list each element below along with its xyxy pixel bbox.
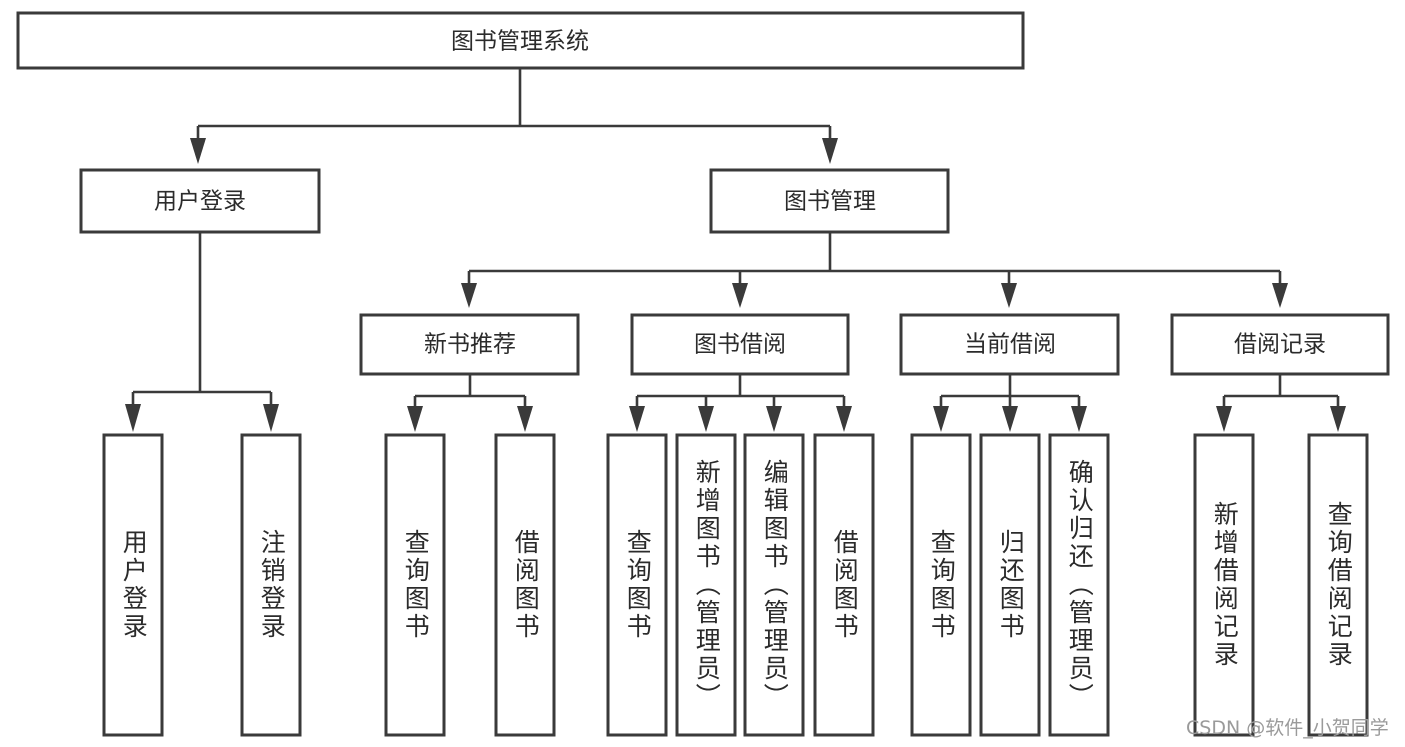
connector-group-book-mgmt bbox=[461, 232, 1288, 308]
leaf-box-confirm-return[interactable] bbox=[1048, 433, 1110, 737]
arrowhead-book-mgmt bbox=[822, 138, 838, 164]
arrowhead-leaf-return-book bbox=[1002, 406, 1018, 432]
leaf-box-borrow-book-2[interactable] bbox=[813, 433, 875, 737]
arrowhead-leaf-edit-book bbox=[766, 406, 782, 432]
node-book-mgmt-label: 图书管理 bbox=[784, 189, 876, 215]
connector-group-borrow-record-leaves bbox=[1216, 374, 1346, 432]
arrowhead-leaf-query-book-3 bbox=[933, 406, 949, 432]
leaf-box-logout[interactable] bbox=[240, 433, 302, 737]
node-root-box[interactable] bbox=[16, 11, 1025, 70]
leaf-box-query-book-1[interactable] bbox=[384, 433, 446, 737]
arrowhead-borrow-record bbox=[1272, 283, 1288, 308]
node-borrow-record-label: 借阅记录 bbox=[1234, 332, 1326, 358]
arrowhead-leaf-borrow-book-2 bbox=[836, 406, 852, 432]
arrowhead-user-login bbox=[190, 138, 206, 164]
leaf-box-query-book-2[interactable] bbox=[606, 433, 668, 737]
arrowhead-leaf-borrow-book-1 bbox=[517, 406, 533, 432]
node-current-borrow-label: 当前借阅 bbox=[964, 332, 1056, 358]
leaf-box-add-book[interactable] bbox=[675, 433, 737, 737]
node-root-label: 图书管理系统 bbox=[451, 29, 589, 55]
arrowhead-leaf-logout bbox=[263, 404, 279, 432]
arrowhead-leaf-confirm-return bbox=[1071, 406, 1087, 432]
node-user-login-label: 用户登录 bbox=[154, 189, 246, 215]
node-borrow-record-box[interactable] bbox=[1170, 313, 1390, 376]
leaf-box-user-login[interactable] bbox=[102, 433, 164, 737]
connector-group-new-book-leaves bbox=[407, 374, 533, 432]
leaf-box-edit-book[interactable] bbox=[743, 433, 805, 737]
leaf-box-query-record[interactable] bbox=[1307, 433, 1369, 737]
node-book-borrow-label: 图书借阅 bbox=[694, 332, 786, 358]
node-new-book-recommend-box[interactable] bbox=[359, 313, 580, 376]
arrowhead-leaf-add-record bbox=[1216, 406, 1232, 432]
node-book-mgmt-box[interactable] bbox=[709, 168, 950, 234]
arrowhead-leaf-query-record bbox=[1330, 406, 1346, 432]
leaf-box-return-book[interactable] bbox=[979, 433, 1041, 737]
node-book-borrow-box[interactable] bbox=[630, 313, 850, 376]
leaf-box-add-record[interactable] bbox=[1193, 433, 1255, 737]
connector-group-book-borrow-leaves bbox=[629, 374, 852, 432]
node-new-book-recommend-label: 新书推荐 bbox=[424, 332, 516, 358]
arrowhead-leaf-query-book-2 bbox=[629, 406, 645, 432]
arrowhead-leaf-user-login bbox=[125, 404, 141, 432]
leaf-box-query-book-3[interactable] bbox=[910, 433, 972, 737]
arrowhead-leaf-query-book-1 bbox=[407, 406, 423, 432]
arrowhead-book-borrow bbox=[732, 283, 748, 308]
node-current-borrow-box[interactable] bbox=[899, 313, 1120, 376]
arrowhead-new-book-recommend bbox=[461, 283, 477, 308]
connector-group-root bbox=[190, 68, 838, 164]
leaf-box-borrow-book-1[interactable] bbox=[494, 433, 556, 737]
watermark-text: CSDN @软件_小贺同学 bbox=[1186, 717, 1389, 739]
arrowhead-current-borrow bbox=[1001, 283, 1017, 308]
connector-group-user-login-leaves bbox=[125, 232, 279, 432]
connector-group-current-borrow-leaves bbox=[933, 374, 1087, 432]
arrowhead-leaf-add-book bbox=[698, 406, 714, 432]
